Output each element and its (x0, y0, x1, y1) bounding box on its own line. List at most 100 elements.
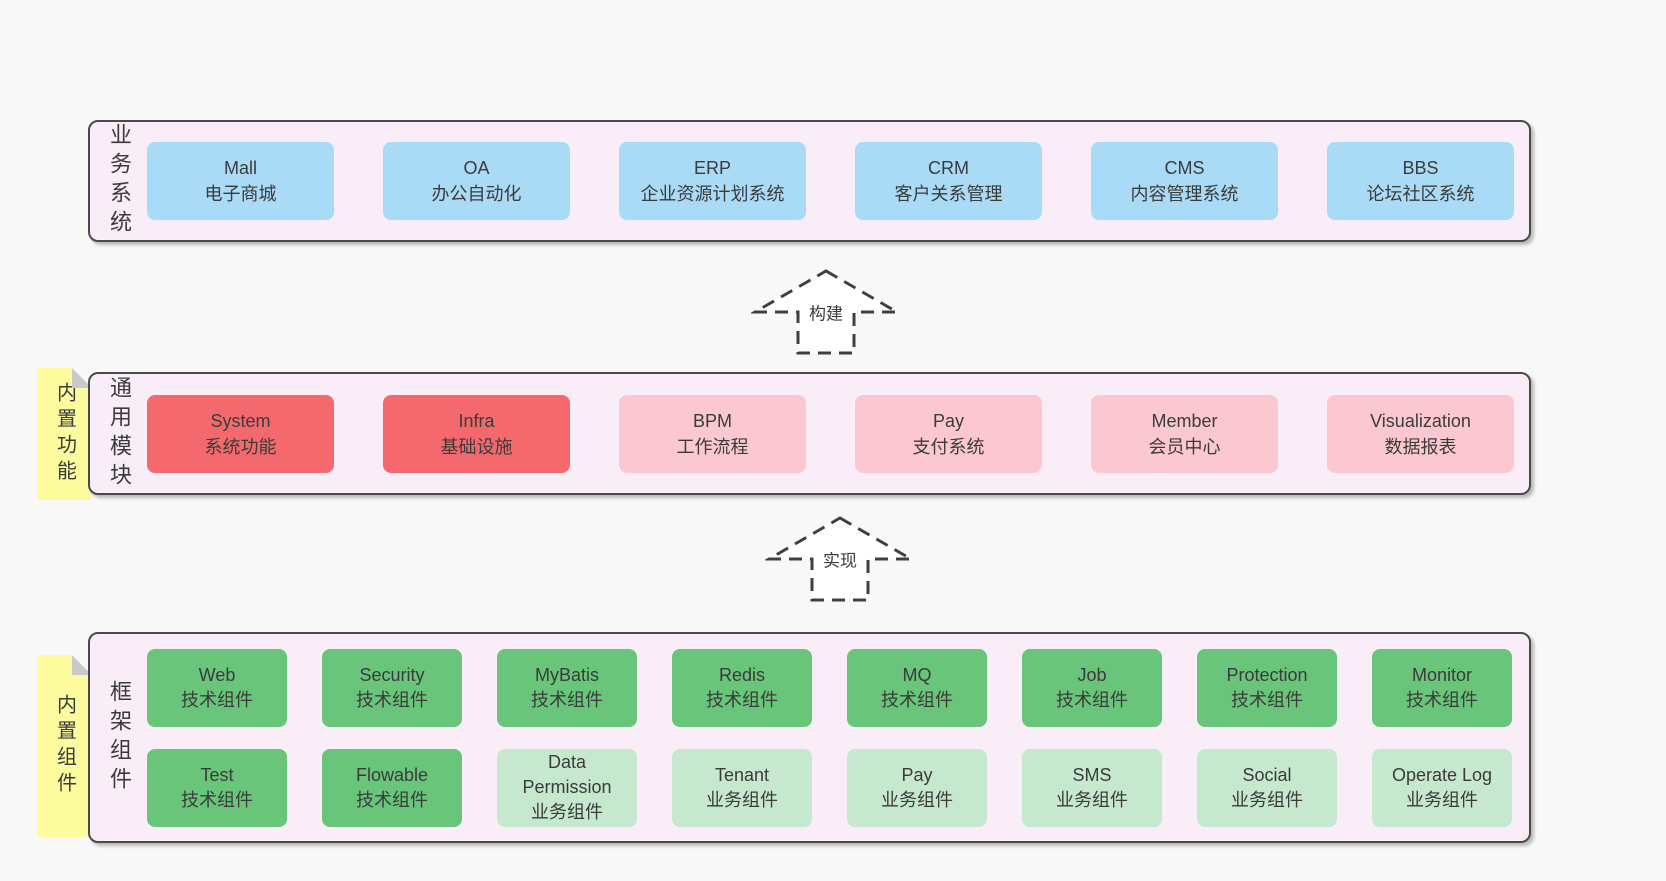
box-subtitle: 技术组件 (1406, 689, 1478, 710)
box-subtitle: 支付系统 (912, 436, 985, 457)
business-box-row: Mall 电子商城 OA 办公自动化 ERP 企业资源计划系统 CRM 客户关系… (147, 122, 1521, 240)
box-tenant: Tenant 业务组件 (672, 748, 812, 827)
box-title: Data Permission (522, 752, 612, 797)
box-subtitle: 数据报表 (1384, 436, 1457, 457)
box-operate-log: Operate Log 业务组件 (1372, 748, 1512, 827)
sticky-label: 内置功能 (53, 382, 76, 486)
box-subtitle: 技术组件 (356, 789, 428, 810)
box-test: Test 技术组件 (147, 748, 287, 827)
box-title: System (210, 410, 271, 431)
sticky-note-built-in-components: 内置组件 (38, 655, 92, 837)
box-subtitle: 企业资源计划系统 (640, 184, 785, 204)
box-web: Web 技术组件 (147, 648, 287, 727)
box-sms: SMS 业务组件 (1022, 748, 1162, 827)
box-subtitle: 系统功能 (204, 436, 277, 457)
panel-framework-components: 框架组件 Web 技术组件 Security 技术组件 MyBatis 技术组件… (88, 632, 1531, 843)
box-title: Infra (458, 410, 495, 431)
box-subtitle: 办公自动化 (431, 184, 522, 204)
box-system: System 系统功能 (147, 394, 334, 473)
box-title: Member (1151, 410, 1218, 431)
box-subtitle: 技术组件 (181, 789, 253, 810)
box-subtitle: 技术组件 (181, 689, 253, 710)
box-oa: OA 办公自动化 (383, 142, 570, 220)
sticky-label: 内置组件 (53, 694, 76, 798)
box-subtitle: 技术组件 (1056, 689, 1128, 710)
box-mall: Mall 电子商城 (147, 142, 334, 220)
box-crm: CRM 客户关系管理 (855, 142, 1042, 220)
box-job: Job 技术组件 (1022, 648, 1162, 727)
box-title: Protection (1226, 664, 1308, 685)
box-cms: CMS 内容管理系统 (1091, 142, 1278, 220)
box-title: Social (1242, 764, 1292, 785)
box-title: Visualization (1370, 410, 1471, 431)
panel-title: 业务系统 (107, 123, 132, 239)
framework-box-rows: Web 技术组件 Security 技术组件 MyBatis 技术组件 Redi… (147, 634, 1521, 841)
box-subtitle: 论坛社区系统 (1366, 184, 1475, 204)
box-subtitle: 内容管理系统 (1130, 184, 1239, 204)
box-protection: Protection 技术组件 (1197, 648, 1337, 727)
arrow-implement: 实现 (765, 515, 915, 603)
box-mybatis: MyBatis 技术组件 (497, 648, 637, 727)
box-subtitle: 技术组件 (706, 689, 778, 710)
box-subtitle: 业务组件 (706, 789, 778, 810)
box-subtitle: 业务组件 (1406, 789, 1478, 810)
box-title: Mall (223, 158, 257, 178)
box-subtitle: 基础设施 (440, 436, 513, 457)
box-subtitle: 技术组件 (356, 689, 428, 710)
box-title: Pay (901, 764, 933, 785)
framework-row-1: Web 技术组件 Security 技术组件 MyBatis 技术组件 Redi… (147, 648, 1521, 727)
box-social: Social 业务组件 (1197, 748, 1337, 827)
box-member: Member 会员中心 (1091, 394, 1278, 473)
box-erp: ERP 企业资源计划系统 (619, 142, 806, 220)
box-title: BBS (1402, 158, 1439, 178)
panel-common-modules: 通用模块 System 系统功能 Infra 基础设施 BPM 工作流程 Pay… (88, 372, 1531, 495)
box-title: ERP (693, 158, 731, 178)
modules-box-row: System 系统功能 Infra 基础设施 BPM 工作流程 Pay 支付系统… (147, 374, 1521, 493)
box-subtitle: 客户关系管理 (894, 184, 1003, 204)
box-redis: Redis 技术组件 (672, 648, 812, 727)
box-subtitle: 业务组件 (881, 789, 953, 810)
box-title: BPM (692, 410, 732, 431)
box-mq: MQ 技术组件 (847, 648, 987, 727)
box-monitor: Monitor 技术组件 (1372, 648, 1512, 727)
box-security: Security 技术组件 (322, 648, 462, 727)
box-title: OA (463, 158, 490, 178)
box-data-permission: Data Permission 业务组件 (497, 748, 637, 827)
box-title: SMS (1072, 764, 1112, 785)
box-infra: Infra 基础设施 (383, 394, 570, 473)
box-bbs: BBS 论坛社区系统 (1327, 142, 1514, 220)
framework-row-2: Test 技术组件 Flowable 技术组件 Data Permission … (147, 748, 1521, 827)
box-flowable: Flowable 技术组件 (322, 748, 462, 827)
box-subtitle: 工作流程 (676, 436, 749, 457)
arrow-build: 构建 (751, 268, 901, 356)
box-title: Test (200, 764, 234, 785)
box-subtitle: 业务组件 (1231, 789, 1303, 810)
panel-title: 通用模块 (107, 375, 132, 492)
sticky-note-built-in-features: 内置功能 (38, 368, 92, 500)
box-title: CMS (1164, 158, 1205, 178)
box-subtitle: 技术组件 (1231, 689, 1303, 710)
box-subtitle: 电子商城 (204, 184, 277, 204)
box-title: Redis (718, 664, 766, 685)
panel-title: 框架组件 (107, 679, 132, 796)
box-title: Tenant (714, 764, 770, 785)
arrow-label: 构建 (807, 299, 845, 325)
box-title: Security (359, 664, 425, 685)
box-title: Job (1077, 664, 1107, 685)
box-subtitle: 技术组件 (881, 689, 953, 710)
box-title: Pay (932, 410, 965, 431)
box-subtitle: 业务组件 (1056, 789, 1128, 810)
box-title: Operate Log (1391, 764, 1493, 785)
box-subtitle: 业务组件 (531, 802, 603, 822)
box-title: MyBatis (534, 664, 599, 685)
box-subtitle: 会员中心 (1148, 436, 1221, 457)
box-title: CRM (928, 158, 969, 178)
box-subtitle: 技术组件 (531, 689, 603, 710)
box-title: MQ (902, 664, 932, 685)
box-pay-system: Pay 支付系统 (855, 394, 1042, 473)
panel-business-systems: 业务系统 Mall 电子商城 OA 办公自动化 ERP 企业资源计划系统 CRM… (88, 120, 1531, 242)
box-bpm: BPM 工作流程 (619, 394, 806, 473)
arrow-label: 实现 (821, 546, 859, 572)
box-title: Web (198, 664, 236, 685)
box-visualization: Visualization 数据报表 (1327, 394, 1514, 473)
